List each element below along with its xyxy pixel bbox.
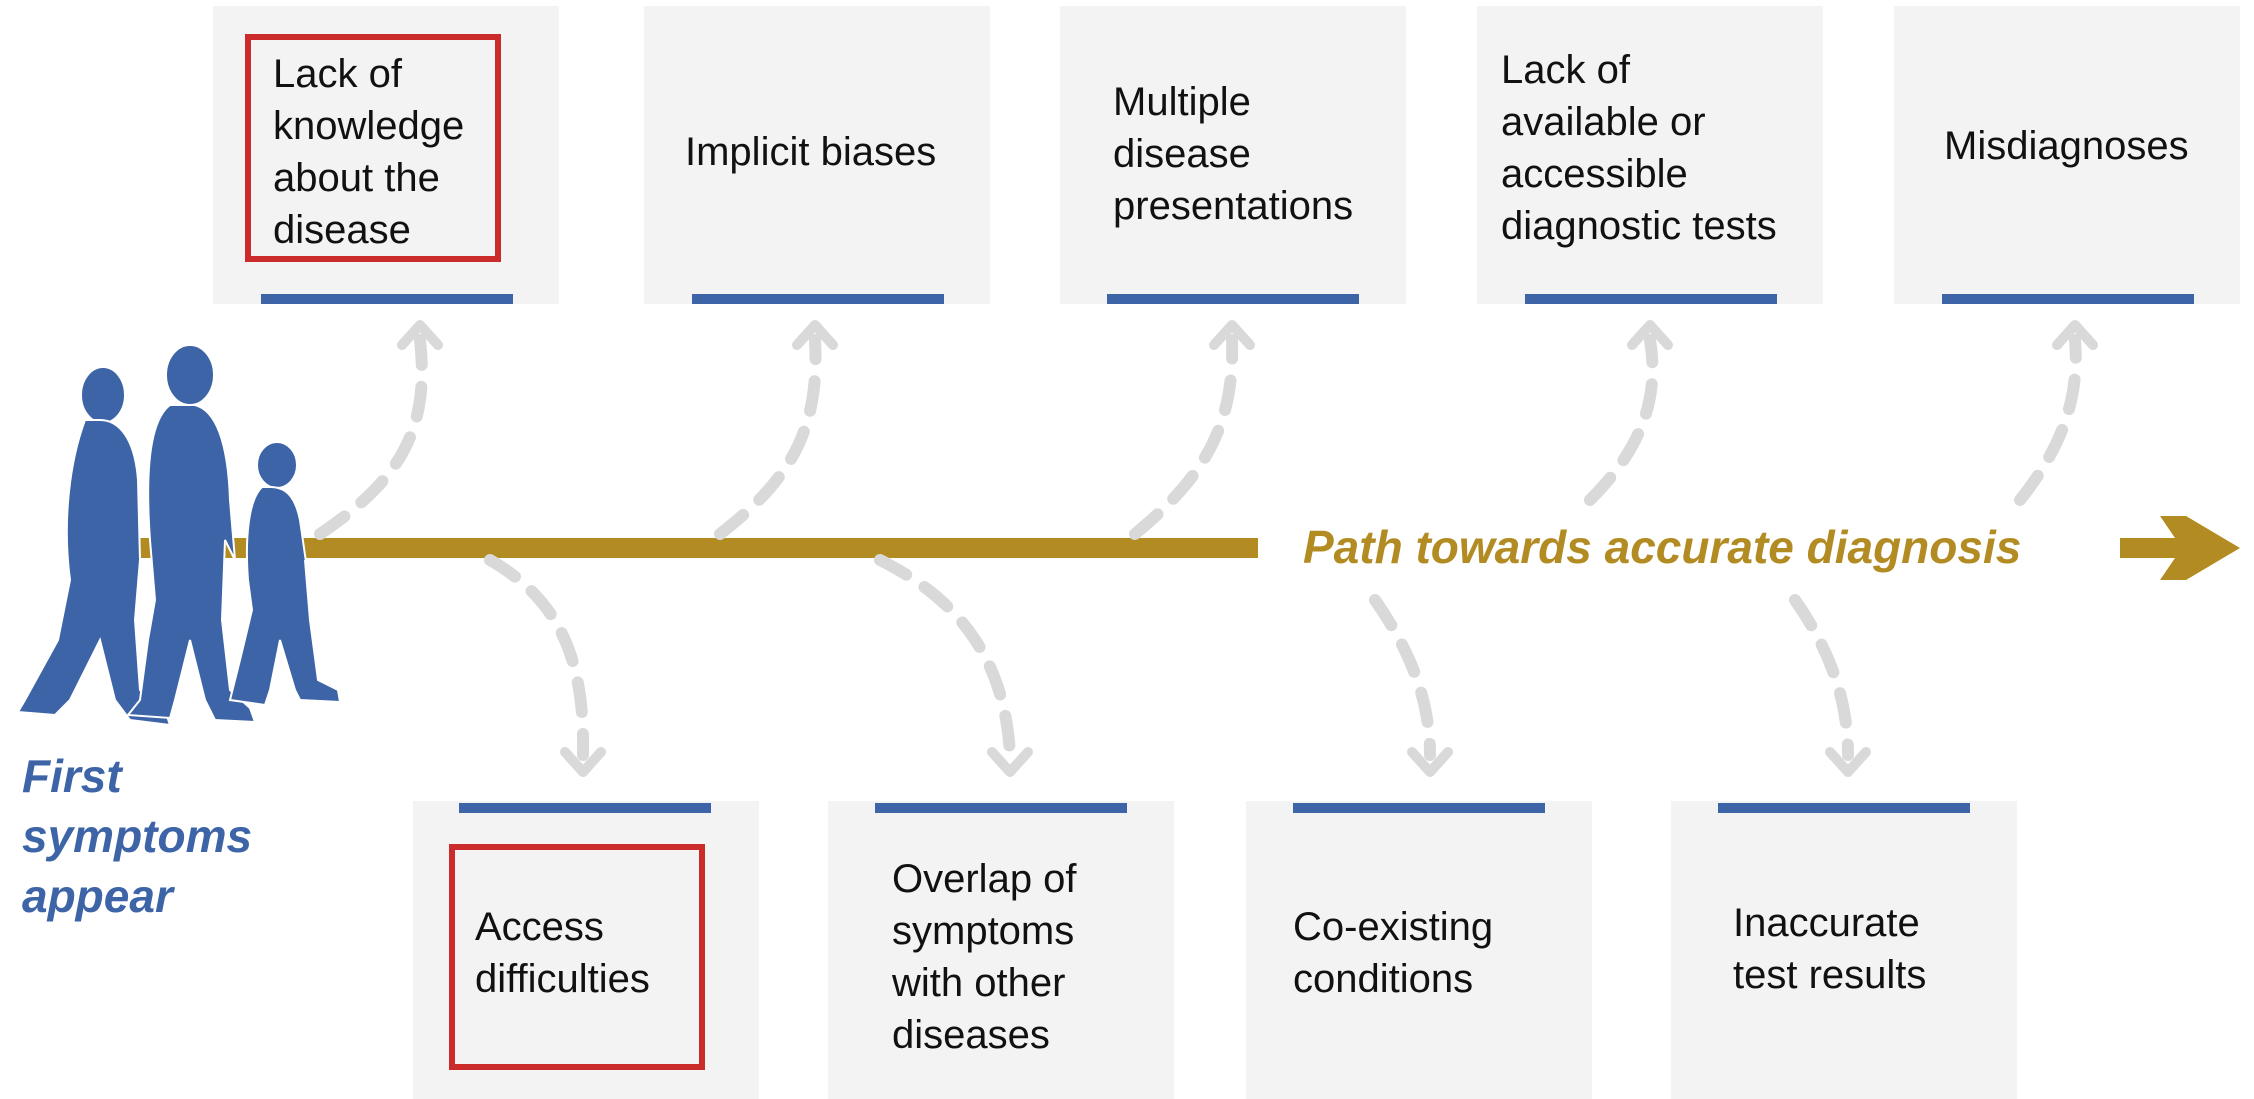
- barrier-box-inaccurate-results: Inaccurate test results: [1671, 801, 2017, 1099]
- dashed-arrow-up-4: [1584, 334, 1659, 506]
- barrier-box-diagnostic-tests: Lack of available or accessible diagnost…: [1477, 6, 1823, 304]
- barrier-label: Lack of available or accessible diagnost…: [1501, 48, 1777, 248]
- barrier-box-multiple-presentations: Multiple disease presentations: [1060, 6, 1406, 304]
- barrier-bar: [459, 803, 711, 813]
- barrier-bar: [692, 294, 944, 304]
- arrowhead-up-icon: [1209, 320, 1255, 350]
- diagnosis-path-line: [120, 538, 1258, 558]
- arrowhead-down-icon: [1407, 747, 1453, 777]
- barrier-bar: [1293, 803, 1545, 813]
- barrier-label: Implicit biases: [685, 130, 937, 174]
- dashed-arrow-up-1: [314, 334, 428, 540]
- dashed-arrow-down-1: [484, 554, 590, 761]
- arrowhead-up-icon: [792, 320, 838, 350]
- dashed-arrow-up-2: [714, 334, 822, 540]
- barrier-box-implicit-biases: Implicit biases: [644, 6, 990, 304]
- arrowhead-up-icon: [1627, 320, 1673, 350]
- arrowhead-up-icon: [397, 320, 443, 350]
- path-arrow-icon: [2120, 516, 2240, 580]
- arrowhead-down-icon: [987, 747, 1033, 777]
- barrier-box-misdiagnoses: Misdiagnoses: [1894, 6, 2240, 304]
- arrowhead-down-icon: [1825, 747, 1871, 777]
- barrier-label: Inaccurate test results: [1733, 901, 1927, 997]
- barrier-label: Misdiagnoses: [1944, 124, 2189, 168]
- barrier-bar: [1942, 294, 2194, 304]
- barrier-label: Multiple disease presentations: [1113, 80, 1354, 228]
- barrier-label: Access difficulties: [475, 905, 650, 1001]
- dashed-arrow-down-4: [1789, 594, 1854, 761]
- dashed-arrow-up-3: [1129, 334, 1239, 540]
- barrier-bar: [875, 803, 1127, 813]
- man-figure-icon: [126, 344, 257, 724]
- barrier-label: Lack of knowledge about the disease: [273, 52, 465, 252]
- child-figure-icon: [228, 441, 342, 707]
- dashed-arrow-down-3: [1369, 594, 1436, 761]
- woman-figure-icon: [16, 366, 172, 727]
- barrier-bar: [1718, 803, 1970, 813]
- barrier-box-overlap-symptoms: Overlap of symptoms with other diseases: [828, 801, 1174, 1099]
- barrier-bar: [1525, 294, 1777, 304]
- barrier-box-co-existing: Co-existing conditions: [1246, 801, 1592, 1099]
- highlight-frame-access: [449, 844, 705, 1070]
- barrier-label: Overlap of symptoms with other diseases: [892, 857, 1077, 1057]
- dashed-arrow-down-2: [874, 554, 1016, 761]
- barrier-bar: [261, 294, 513, 304]
- highlight-frame-knowledge: [245, 34, 501, 262]
- barrier-label: Co-existing conditions: [1293, 905, 1494, 1001]
- walking-people-icon: [16, 344, 342, 727]
- path-label: Path towards accurate diagnosis: [1303, 521, 2022, 573]
- barrier-bar: [1107, 294, 1359, 304]
- dashed-arrow-up-5: [2014, 334, 2082, 506]
- barrier-box-knowledge: Lack of knowledge about the disease: [213, 6, 559, 304]
- start-label: First symptoms appear: [22, 750, 253, 922]
- arrowhead-up-icon: [2052, 320, 2098, 350]
- arrowhead-down-icon: [560, 747, 606, 777]
